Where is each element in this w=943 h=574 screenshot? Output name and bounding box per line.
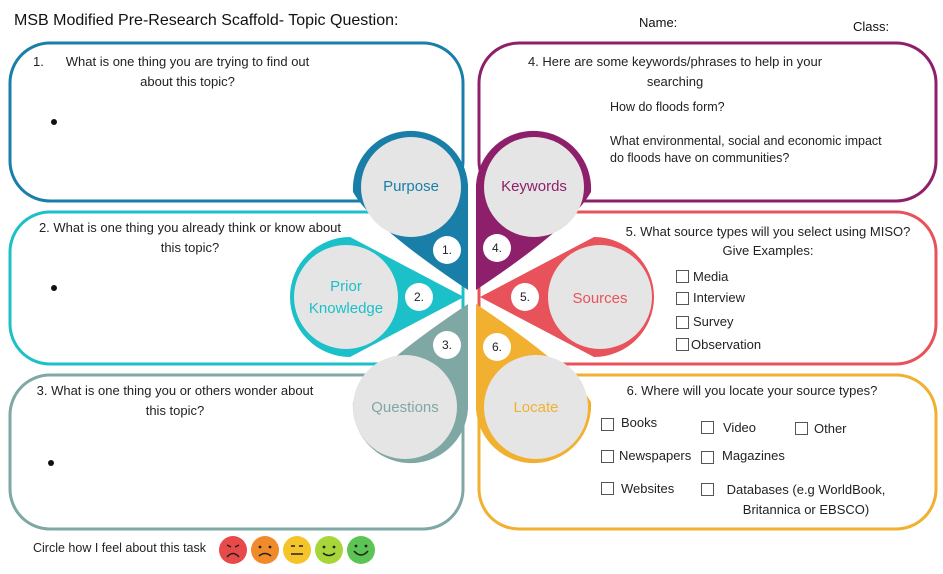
prior-label: Prior Knowledge — [308, 278, 384, 317]
panel-purpose-frame — [8, 41, 465, 203]
name-label: Name: — [639, 15, 678, 30]
option-video: Video — [723, 420, 757, 435]
checkbox-media[interactable] — [676, 270, 689, 283]
badge-3-number: 3. — [441, 338, 452, 352]
badge-1 — [433, 236, 461, 264]
panel-keywords-frame — [477, 41, 938, 203]
checkbox-databases[interactable] — [701, 483, 714, 496]
panel-prior-frame — [8, 210, 465, 366]
keywords-circle — [484, 137, 584, 237]
checkbox-interview[interactable] — [676, 292, 689, 305]
option-media: Media — [693, 269, 729, 284]
panel-2-question: 2. What is one thing you already think o… — [38, 220, 342, 255]
badge-5-number: 5. — [519, 290, 530, 304]
bullet-3 — [48, 460, 54, 466]
badge-6-number: 6. — [491, 340, 502, 354]
checkbox-other[interactable] — [795, 422, 808, 435]
page-title: MSB Modified Pre-Research Scaffold- Topi… — [14, 12, 399, 29]
very-happy-face-icon[interactable] — [347, 536, 375, 564]
badge-5 — [511, 283, 539, 311]
badge-4-number: 4. — [491, 241, 502, 255]
bullet-2 — [51, 285, 57, 291]
sources-label: Sources — [572, 290, 628, 307]
option-survey: Survey — [693, 314, 734, 329]
badge-6 — [483, 333, 511, 361]
prior-circle — [294, 245, 398, 349]
bullet-1 — [51, 119, 57, 125]
feelings-faces — [219, 536, 375, 564]
panel-5-question: 5. What source types will you select usi… — [625, 224, 911, 258]
panel-1-question: What is one thing you are trying to find… — [65, 54, 310, 89]
option-books: Books — [621, 415, 658, 430]
panel-3-question: 3. What is one thing you or others wonde… — [36, 383, 314, 418]
feelings-label: Circle how I feel about this task — [33, 541, 206, 555]
option-interview: Interview — [693, 290, 746, 305]
panel-1-number: 1. — [33, 54, 44, 69]
badge-2-number: 2. — [413, 290, 424, 304]
badge-4 — [483, 234, 511, 262]
purpose-label: Purpose — [383, 178, 439, 195]
questions-circle — [353, 355, 457, 459]
class-label: Class: — [853, 19, 890, 34]
checkbox-newspapers[interactable] — [601, 450, 614, 463]
checkbox-video[interactable] — [701, 421, 714, 434]
panel-sources-frame — [477, 210, 938, 366]
badge-1-number: 1. — [441, 243, 452, 257]
locate-label: Locate — [513, 399, 559, 416]
badge-2 — [405, 283, 433, 311]
badge-3 — [433, 331, 461, 359]
panel-4-question: 4. Here are some keywords/phrases to hel… — [527, 54, 823, 89]
happy-face-icon[interactable] — [315, 536, 343, 564]
sad-face-icon[interactable] — [251, 536, 279, 564]
checkbox-websites[interactable] — [601, 482, 614, 495]
option-databases: Databases (e.g WorldBook, Britannica or … — [726, 482, 886, 517]
locate-circle — [484, 355, 588, 459]
very-sad-face-icon[interactable] — [219, 536, 247, 564]
option-observation: Observation — [691, 337, 762, 352]
panel-locate-frame — [477, 373, 938, 531]
checkbox-observation[interactable] — [676, 338, 689, 351]
questions-label: Questions — [371, 399, 439, 416]
keyword-1: How do floods form? — [610, 100, 725, 114]
option-other: Other — [814, 421, 847, 436]
keyword-2: What environmental, social and economic … — [610, 134, 882, 165]
option-newspapers: Newspapers — [619, 448, 692, 463]
option-magazines: Magazines — [722, 448, 785, 463]
sources-circle — [548, 245, 652, 349]
neutral-face-icon[interactable] — [283, 536, 311, 564]
option-websites: Websites — [621, 481, 675, 496]
panel-questions-frame — [8, 373, 465, 531]
checkbox-survey[interactable] — [676, 316, 689, 329]
checkbox-books[interactable] — [601, 418, 614, 431]
checkbox-magazines[interactable] — [701, 451, 714, 464]
panel-6-question: 6. Where will you locate your source typ… — [626, 383, 878, 398]
keywords-label: Keywords — [501, 178, 567, 195]
purpose-circle — [361, 137, 461, 237]
